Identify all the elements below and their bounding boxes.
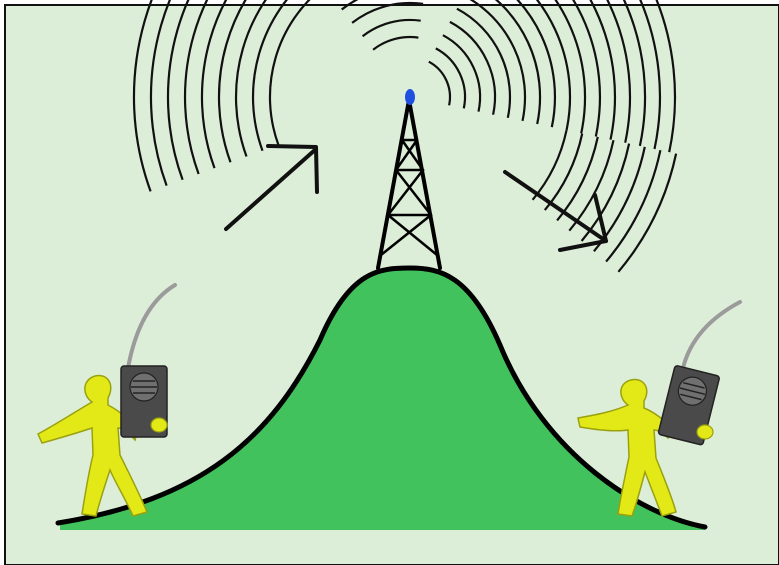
person-hand-left [151,418,167,432]
person-hand-right [697,425,713,439]
tower-beacon [405,89,415,105]
